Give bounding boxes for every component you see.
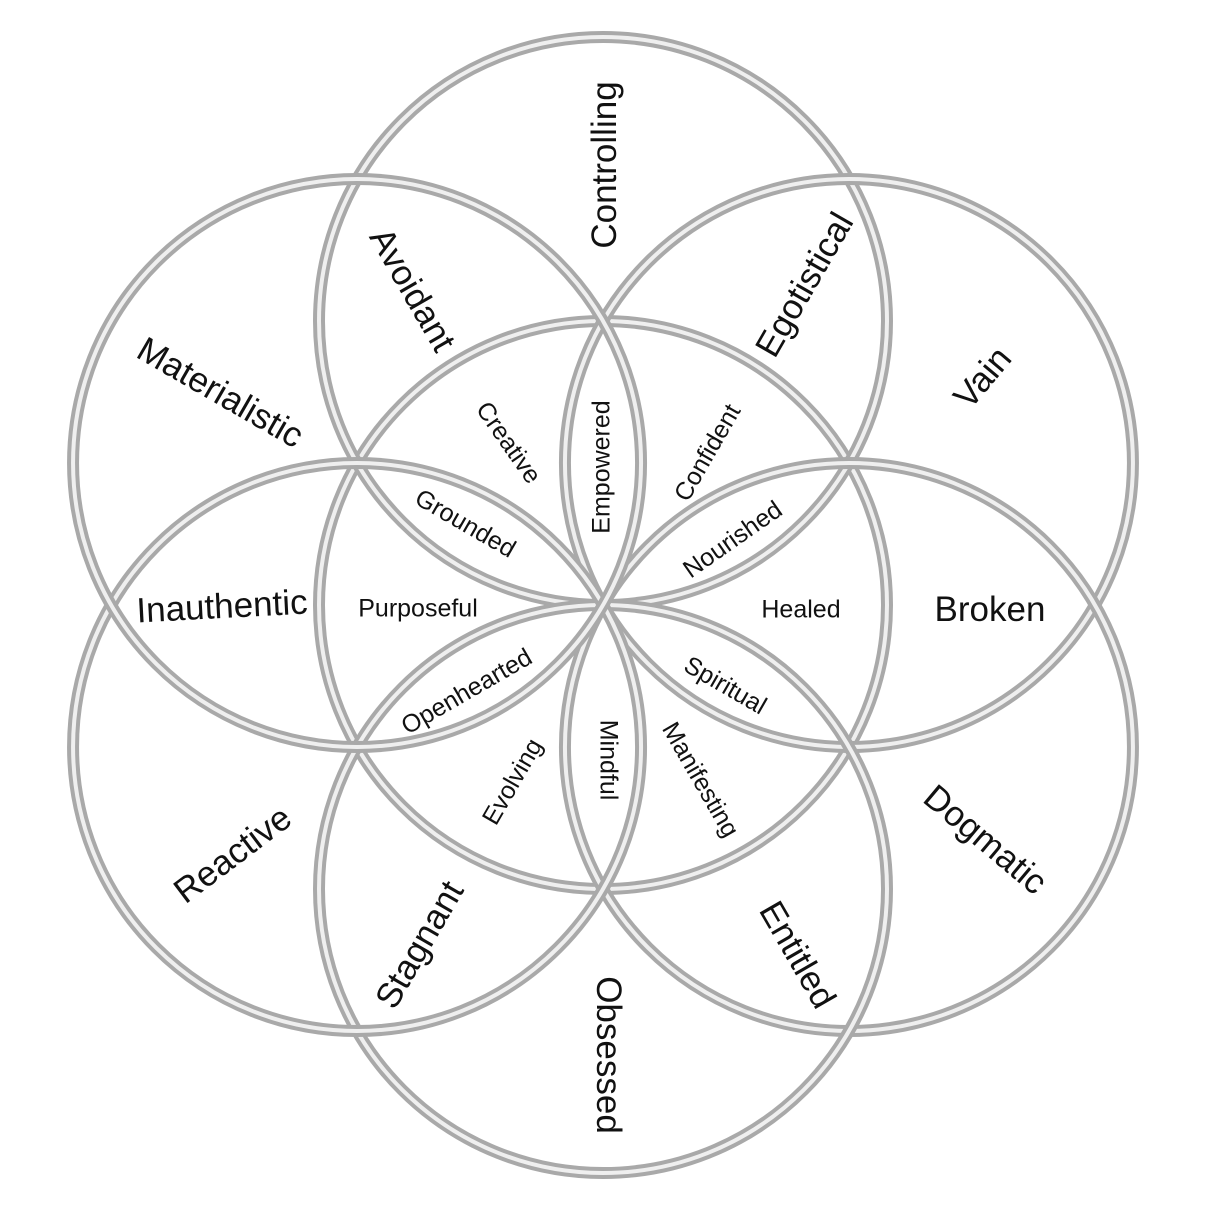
label-controlling: Controlling — [585, 81, 624, 249]
label-broken: Broken — [934, 590, 1046, 629]
label-purposeful: Purposeful — [358, 594, 478, 623]
ring-lower-left — [67, 457, 648, 1037]
ring-upper-left — [67, 173, 648, 753]
label-empowered: Empowered — [587, 400, 616, 534]
label-mindful: Mindful — [594, 719, 623, 801]
label-obsessed: Obsessed — [589, 976, 628, 1134]
label-healed: Healed — [761, 595, 841, 624]
